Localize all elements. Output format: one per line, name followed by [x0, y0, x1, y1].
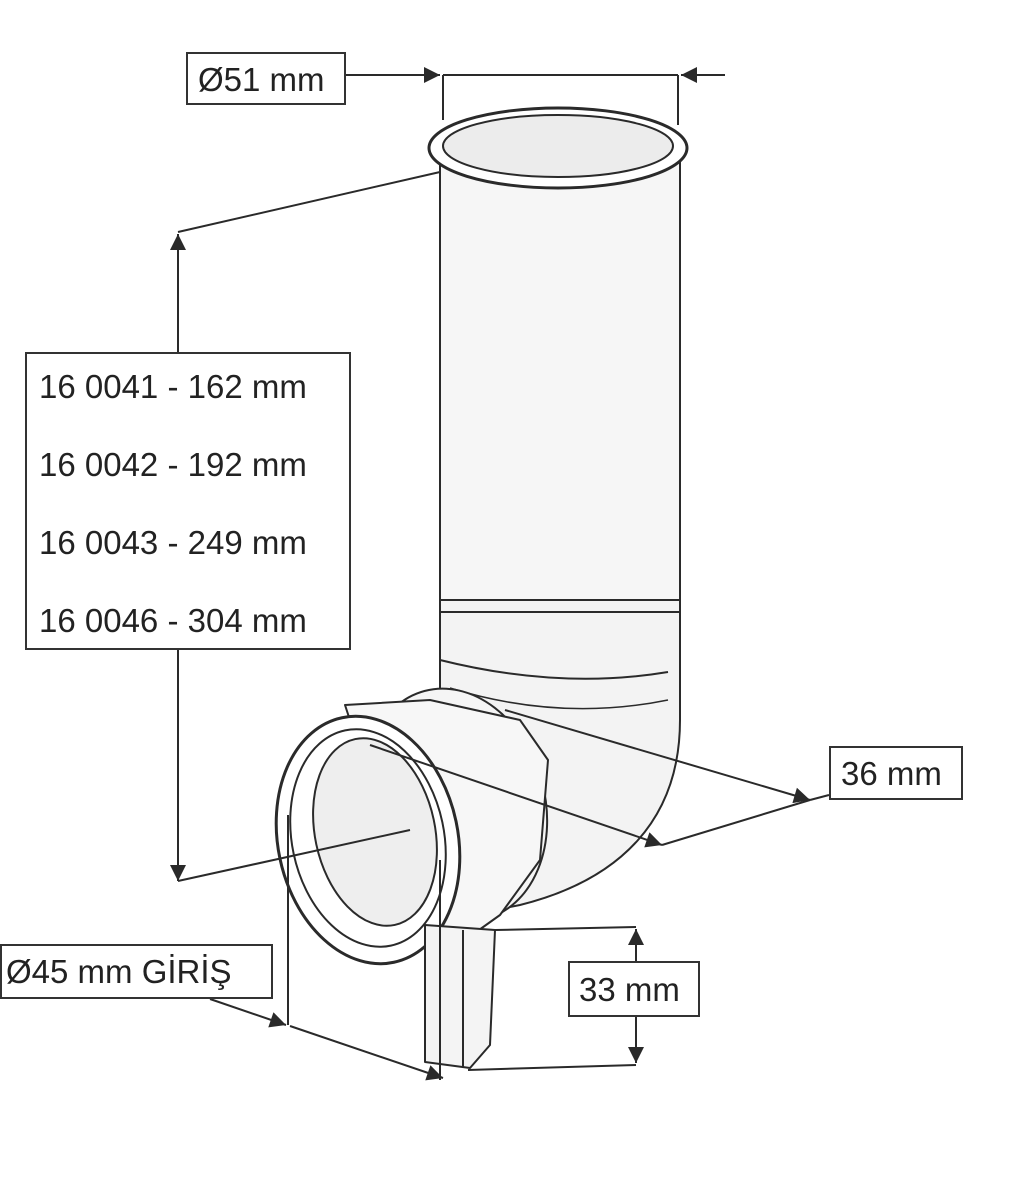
length-row: 16 0046 - 304 mm	[39, 602, 307, 639]
length-row: 16 0041 - 162 mm	[39, 368, 307, 405]
inlet-ring-inner	[312, 737, 438, 927]
vertical-pipe	[439, 149, 681, 601]
inlet-diameter-text: Ø45 mm GİRİŞ	[6, 953, 232, 990]
outlet-diameter-text: Ø51 mm	[198, 61, 325, 98]
length-row: 16 0043 - 249 mm	[39, 524, 307, 561]
offset-text: 36 mm	[841, 755, 942, 792]
top-rim-inner	[442, 114, 674, 178]
dimension-lines	[170, 67, 830, 1081]
length-row: 16 0042 - 192 mm	[39, 446, 307, 483]
offset-label: 36 mm	[829, 746, 963, 800]
inlet-height-text: 33 mm	[579, 971, 680, 1008]
lengths-table: 16 0041 - 162 mm 16 0042 - 192 mm 16 004…	[25, 352, 351, 650]
inlet-diameter-label: Ø45 mm GİRİŞ	[0, 944, 273, 999]
pipe-body	[274, 106, 689, 1069]
outlet-diameter-label: Ø51 mm	[186, 52, 346, 105]
inlet-height-label: 33 mm	[568, 961, 700, 1017]
lower-spigot	[424, 924, 496, 1069]
